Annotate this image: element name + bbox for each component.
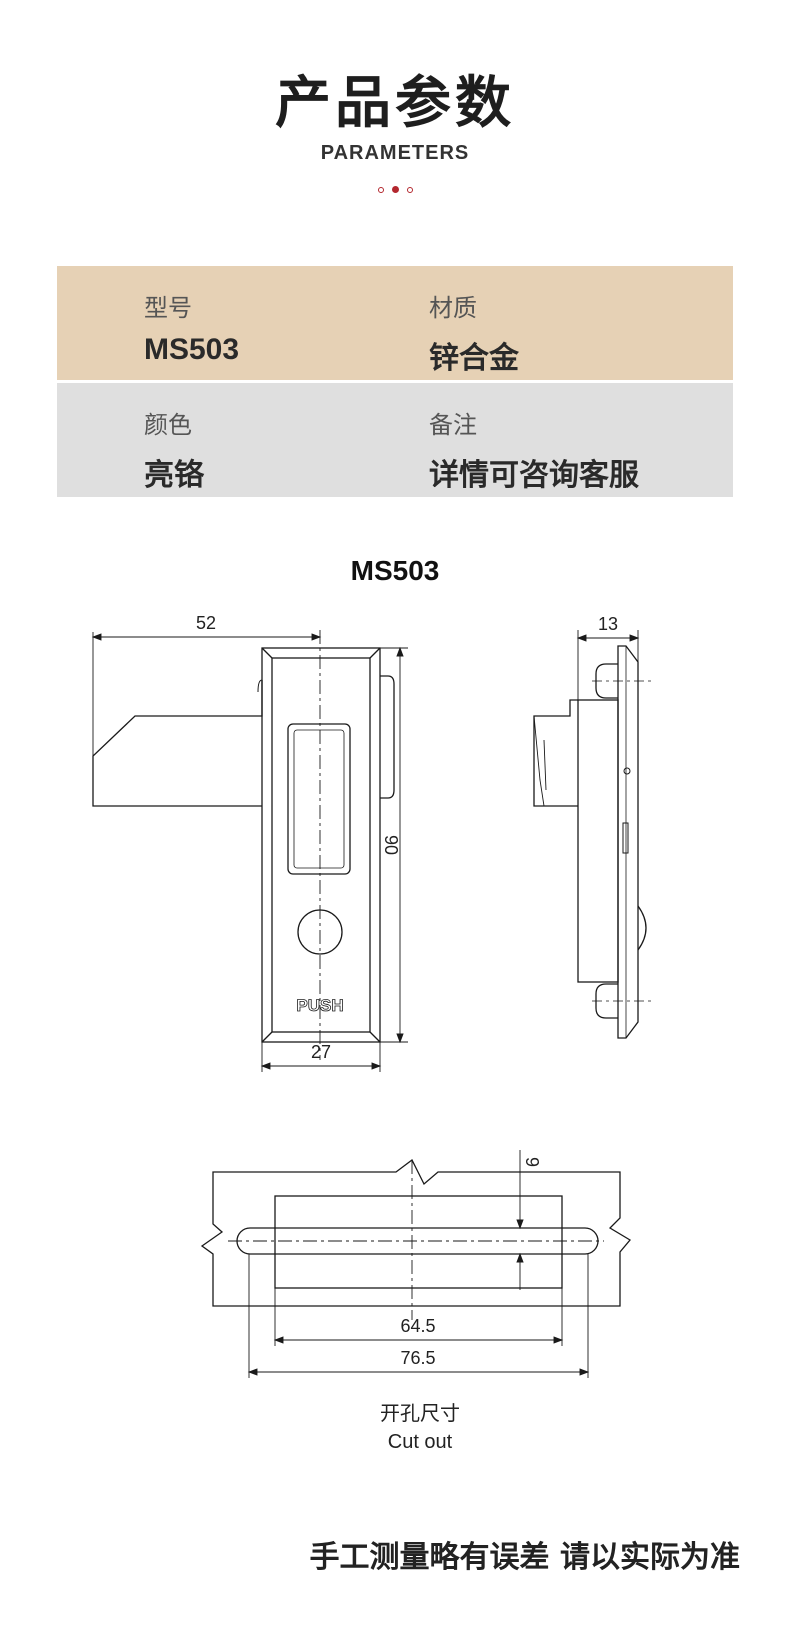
decorative-dots (0, 178, 790, 197)
param-remark: 备注 详情可咨询客服 (429, 405, 639, 494)
page-title: 产品参数 (275, 71, 515, 136)
dot-icon (406, 187, 413, 193)
dim-label: 27 (311, 1042, 331, 1062)
param-value: 亮铬 (144, 458, 204, 493)
push-label: PUSH (296, 996, 343, 1015)
front-view: PUSH (92, 630, 395, 1060)
side-view (533, 645, 652, 1039)
page-subtitle: PARAMETERS (320, 142, 470, 164)
dim-64-5: 64.5 (273, 1288, 564, 1346)
dim-label: 76.5 (400, 1348, 435, 1368)
dim-13: 13 (576, 614, 640, 700)
cutout-view (200, 1159, 631, 1320)
dim-9: 9 (505, 1150, 542, 1290)
param-model: 型号 MS503 (144, 288, 239, 367)
dim-76-5: 76.5 (247, 1254, 590, 1378)
dot-icon (391, 186, 399, 193)
params-table: 型号 MS503 材质 锌合金 颜色 亮铬 备注 详情可咨询客服 (57, 266, 733, 497)
dim-label: 13 (598, 614, 618, 634)
param-label: 材质 (429, 294, 477, 322)
dim-27: 27 (260, 1042, 382, 1072)
param-label: 型号 (144, 294, 192, 322)
dim-label: 9 (522, 1157, 542, 1167)
params-row: 颜色 亮铬 备注 详情可咨询客服 (57, 383, 733, 497)
cutout-caption-cn: 开孔尺寸 (380, 1401, 460, 1425)
dim-label: 90 (381, 835, 401, 855)
footer-note: 手工测量略有误差 请以实际为准 (309, 1540, 740, 1575)
param-material: 材质 锌合金 (429, 288, 519, 377)
param-value: 锌合金 (429, 341, 519, 376)
cutout-caption-en: Cut out (388, 1431, 453, 1453)
param-label: 备注 (429, 411, 477, 439)
param-label: 颜色 (144, 411, 192, 439)
dim-90: 90 (380, 646, 408, 1044)
dim-52: 52 (91, 613, 322, 800)
dim-label: 52 (196, 613, 216, 633)
param-value: 详情可咨询客服 (429, 458, 639, 493)
param-color: 颜色 亮铬 (144, 405, 204, 494)
dot-icon (377, 187, 384, 193)
dim-label: 64.5 (400, 1316, 435, 1336)
param-value: MS503 (144, 333, 240, 366)
drawing-title: MS503 (350, 555, 440, 586)
params-row: 型号 MS503 材质 锌合金 (57, 266, 733, 380)
